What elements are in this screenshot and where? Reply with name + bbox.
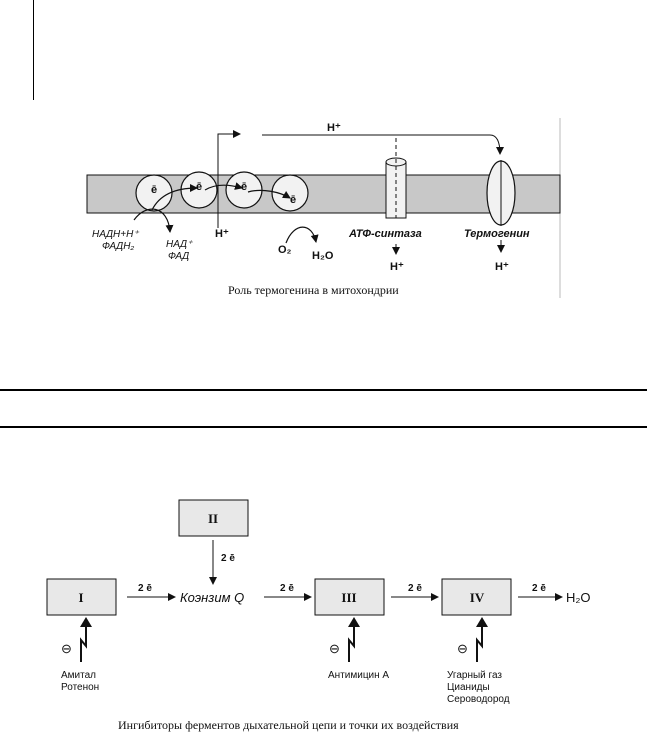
atp-synthase-label: АТФ-синтаза [348,228,422,240]
thermogenin-channel [486,160,516,226]
fad-label: ФАД [168,251,189,262]
electron-flow-arrow-1 [151,184,198,211]
two-electrons-label-4: 2 ē [532,583,546,594]
complex-3-box: III [314,578,385,616]
inhibitor-rotenone: Ротенон [61,682,99,693]
page-margin-line [33,0,34,100]
water-product-label: H₂O [566,590,591,605]
complex-2-label: II [208,511,218,526]
h-plus-pump-label: H⁺ [215,228,229,240]
inhibit-sign-3: ⊖ [329,641,340,656]
electron-flow-arrow-3 [247,189,291,199]
nadh-oxidation-arrow [133,208,174,233]
water-label: H₂O [312,250,334,262]
thermogenin-figure: ē ē ē ē [86,118,561,298]
two-electrons-label-vertical: 2 ē [221,553,235,564]
electron-label: ē [196,181,202,193]
complex-4-box: IV [441,578,512,616]
inhibition-arrow-complex-1 [80,617,92,662]
horizontal-rule-bottom [0,426,647,428]
complex-1-label: I [78,590,83,605]
h-plus-top-label: H⁺ [327,122,341,134]
inhibitor-antimycin: Антимицин А [328,670,389,681]
electron-label: ē [151,184,157,196]
fadh2-label: ФАДН₂ [102,241,134,252]
inhibition-arrow-complex-4 [476,617,488,662]
horizontal-rule-top [0,389,647,391]
nad-label: НАД⁺ [166,239,193,250]
h-plus-atp-label: H⁺ [390,261,404,273]
complex-1-box: I [46,578,117,616]
nadh-label: НАДН+Н⁺ [92,229,139,240]
two-electrons-label-1: 2 ē [138,583,152,594]
inhibitor-carbon-monoxide: Угарный газ [447,670,502,681]
electron-carrier-1: ē [135,174,173,212]
oxygen-reduction-arrow [285,226,319,244]
proton-pump-arrow [217,130,241,228]
complex-2-box: II [178,499,249,537]
oxygen-label: O₂ [278,244,292,256]
two-electrons-label-3: 2 ē [408,583,422,594]
two-electrons-label-2: 2 ē [280,583,294,594]
proton-return-arrow [262,134,504,155]
figure2-caption: Ингибиторы ферментов дыхательной цепи и … [118,718,459,732]
complex-3-label: III [341,590,356,605]
electron-label: ē [241,181,247,193]
figure1-caption: Роль термогенина в митохондрии [228,283,399,297]
inhibition-arrow-complex-3 [348,617,360,662]
inhibit-sign-4: ⊖ [457,641,468,656]
atp-synthase [385,138,407,219]
inhibitor-hydrogen-sulfide: Сероводород [447,694,510,705]
inhibitor-amital: Амитал [61,670,96,681]
coenzyme-q-label: Коэнзим Q [180,590,244,605]
complex-4-label: IV [470,590,485,605]
electron-carrier-2: ē [180,171,218,209]
h-plus-thermogenin-label: H⁺ [495,261,509,273]
respiratory-chain-figure: II I III IV 2 ē 2 ē 2 ē 2 ē 2 ē Коэнзим … [46,499,591,732]
electron-label: ē [290,194,296,206]
inhibitor-cyanides: Цианиды [447,682,490,693]
inhibit-sign-1: ⊖ [61,641,72,656]
electron-flow-arrow-2 [204,182,243,191]
thermogenin-label: Термогенин [464,228,530,240]
